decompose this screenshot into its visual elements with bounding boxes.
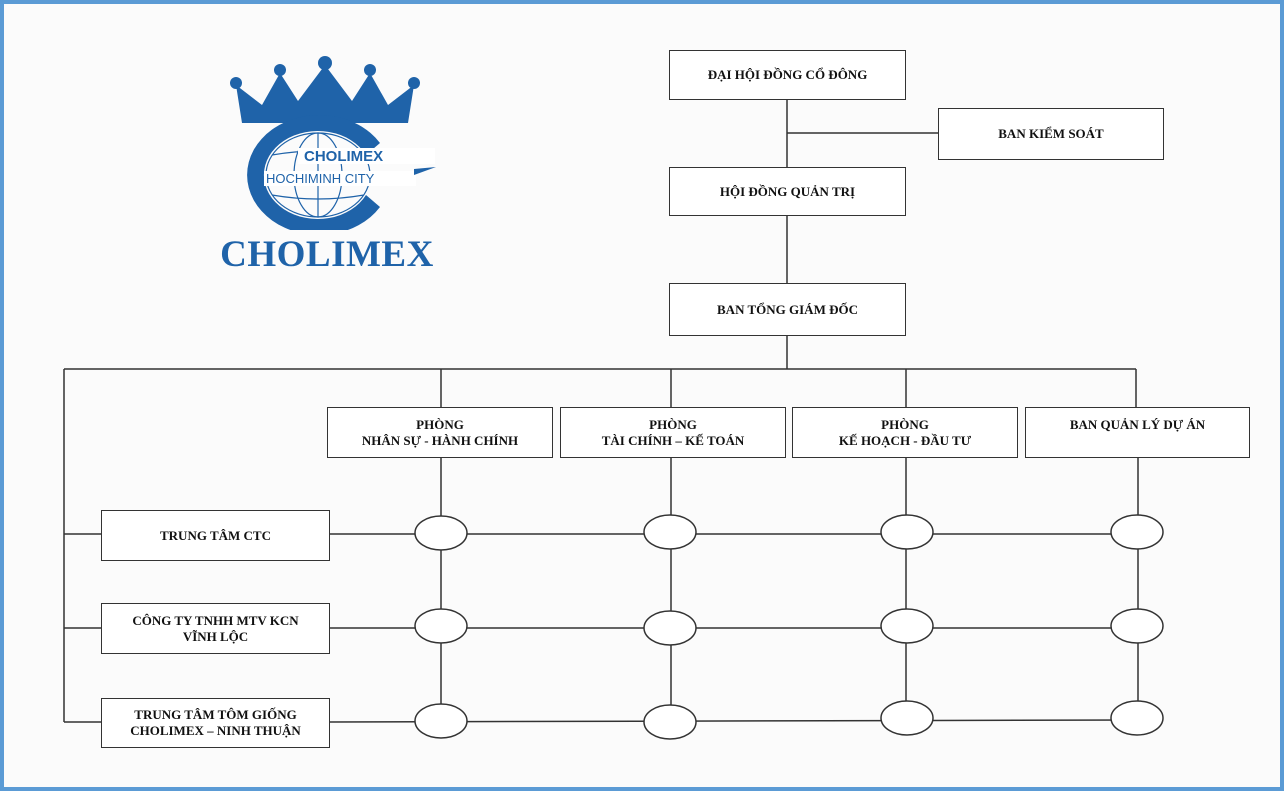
crown-icon bbox=[236, 65, 414, 123]
department-line-1: BAN QUẢN LÝ DỰ ÁN bbox=[1069, 417, 1206, 432]
supervisory-board-box: BAN KIỂM SOÁT bbox=[938, 108, 1164, 160]
unit-box: TRUNG TÂM TÔM GIỐNG CHOLIMEX – NINH THUẬ… bbox=[101, 698, 330, 748]
ceo-board-label: BAN TỔNG GIÁM ĐỐC bbox=[717, 301, 858, 317]
department-line-1: PHÒNG bbox=[416, 416, 464, 432]
matrix-node bbox=[1110, 700, 1164, 736]
matrix-node bbox=[414, 515, 468, 551]
unit-line-2: VĨNH LỘC bbox=[182, 628, 249, 644]
unit-line-1: CÔNG TY TNHH MTV KCN bbox=[132, 612, 299, 628]
board-of-directors-label: HỘI ĐỒNG QUẢN TRỊ bbox=[719, 183, 856, 199]
unit-line-2: CHOLIMEX – NINH THUẬN bbox=[130, 723, 301, 738]
logo-band-bottom: HOCHIMINH CITY bbox=[266, 171, 375, 186]
unit-box: CÔNG TY TNHH MTV KCN VĨNH LỘC bbox=[101, 603, 330, 654]
letter-c-icon bbox=[247, 115, 380, 230]
department-box: PHÒNG NHÂN SỰ - HÀNH CHÍNH bbox=[327, 407, 553, 458]
logo-band-top: CHOLIMEX bbox=[304, 148, 383, 165]
unit-line-1: TRUNG TÂM CTC bbox=[160, 527, 271, 543]
unit-line-1: TRUNG TÂM TÔM GIỐNG bbox=[134, 707, 297, 722]
supervisory-board-label: BAN KIỂM SOÁT bbox=[998, 126, 1104, 141]
logo-wordmark: CHOLIMEX bbox=[220, 234, 434, 275]
matrix-node bbox=[880, 514, 934, 550]
matrix-node bbox=[1110, 608, 1164, 644]
unit-box: TRUNG TÂM CTC bbox=[101, 510, 330, 561]
general-meeting-box: ĐẠI HỘI ĐỒNG CỔ ĐÔNG bbox=[669, 50, 906, 100]
matrix-node bbox=[414, 703, 468, 739]
department-line-2: KẾ HOẠCH - ĐẦU TƯ bbox=[838, 432, 972, 448]
department-line-2: NHÂN SỰ - HÀNH CHÍNH bbox=[361, 432, 519, 448]
cholimex-logo: CHOLIMEX HOCHIMINH CITY bbox=[230, 56, 436, 230]
department-line-1: PHÒNG bbox=[881, 416, 929, 432]
general-meeting-label: ĐẠI HỘI ĐỒNG CỔ ĐÔNG bbox=[707, 67, 868, 82]
ceo-board-box: BAN TỔNG GIÁM ĐỐC bbox=[669, 283, 906, 336]
department-box: BAN QUẢN LÝ DỰ ÁN bbox=[1025, 407, 1250, 458]
board-of-directors-box: HỘI ĐỒNG QUẢN TRỊ bbox=[669, 167, 906, 216]
matrix-node bbox=[880, 608, 934, 644]
department-line-2: TÀI CHÍNH – KẾ TOÁN bbox=[601, 432, 745, 448]
department-box: PHÒNG TÀI CHÍNH – KẾ TOÁN bbox=[560, 407, 786, 458]
department-box: PHÒNG KẾ HOẠCH - ĐẦU TƯ bbox=[792, 407, 1018, 458]
arrow-icon bbox=[414, 167, 436, 175]
matrix-node bbox=[1110, 514, 1164, 550]
department-line-1: PHÒNG bbox=[649, 416, 697, 432]
matrix-node bbox=[643, 514, 697, 550]
matrix-node bbox=[414, 608, 468, 644]
matrix-node bbox=[643, 704, 697, 740]
matrix-node bbox=[880, 700, 934, 736]
matrix-node bbox=[643, 610, 697, 646]
